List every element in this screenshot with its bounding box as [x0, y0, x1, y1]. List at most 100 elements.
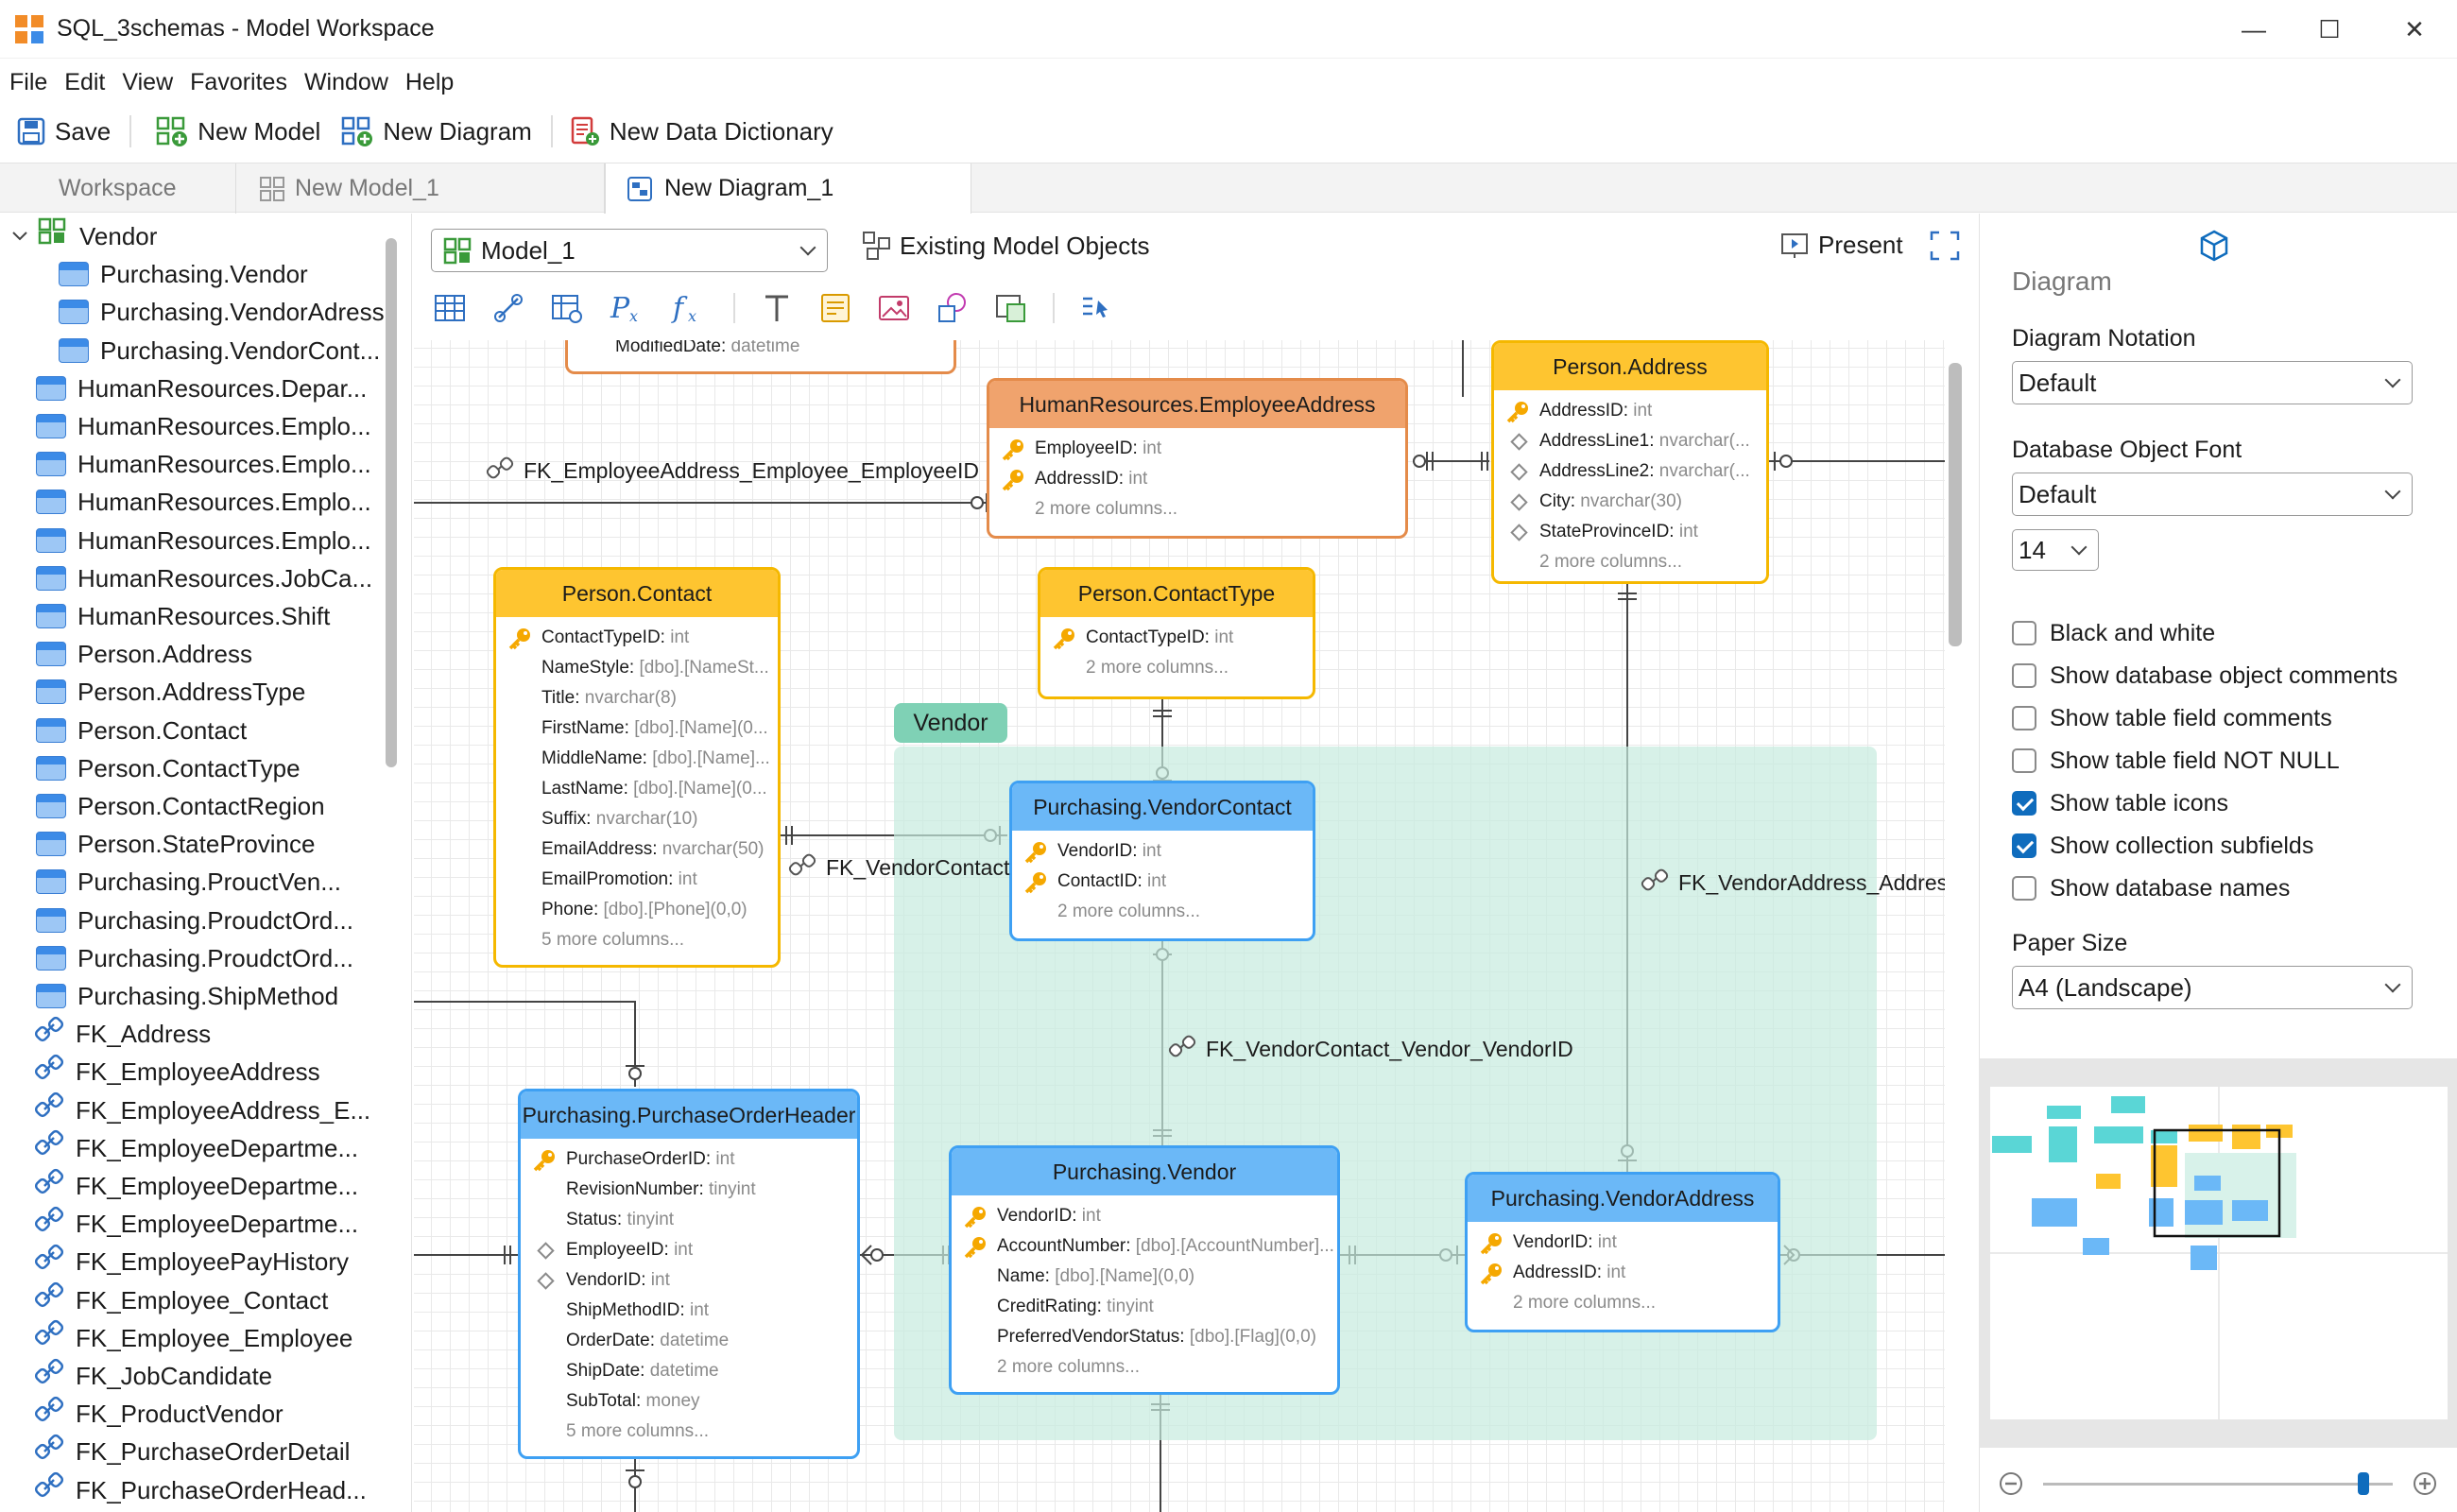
entity-field[interactable]: Status: tinyint	[521, 1205, 857, 1235]
text-tool-icon[interactable]	[760, 291, 794, 325]
entity-field[interactable]: NameStyle: [dbo].[NameSt...	[496, 653, 778, 683]
tree-item-fk[interactable]: FK_EmployeeAddress_E...	[34, 1091, 370, 1129]
entity-field[interactable]: Phone: [dbo].[Phone](0,0)	[496, 895, 778, 925]
minimize-button[interactable]: —	[2211, 0, 2296, 59]
entity-field[interactable]: StateProvinceID: int	[1494, 517, 1766, 547]
zoom-in-icon[interactable]	[2412, 1470, 2438, 1497]
checkbox-black-and-white[interactable]: Black and white	[2012, 618, 2215, 648]
entity-field[interactable]: LastName: [dbo].[Name](0...	[496, 774, 778, 804]
tree-item-table[interactable]: Person.StateProvince	[36, 825, 315, 863]
entity-field[interactable]: AddressID: int	[1494, 396, 1766, 426]
entity-field[interactable]: VendorID: int	[952, 1201, 1337, 1231]
entity-field[interactable]: VendorID: int	[1468, 1228, 1778, 1258]
notation-select[interactable]: Default	[2012, 361, 2413, 404]
diagram-canvas[interactable]: Vendor ModifiedDate: datetime HumanResou…	[414, 340, 1945, 1512]
menu-view[interactable]: View	[122, 69, 174, 95]
entity-field[interactable]: AccountNumber: [dbo].[AccountNumber]...	[952, 1231, 1337, 1262]
vendor-group-label[interactable]: Vendor	[894, 703, 1007, 743]
group-tool-icon[interactable]	[994, 291, 1028, 325]
model-select[interactable]: Model_1	[431, 229, 828, 272]
tree-item-fk[interactable]: FK_EmployeeDepartme...	[34, 1205, 358, 1243]
tree-item-fk[interactable]: FK_Address	[34, 1015, 211, 1053]
tree-item-fk[interactable]: FK_PurchaseOrderHead...	[34, 1471, 367, 1509]
tab-new-diagram[interactable]: New Diagram_1	[605, 163, 971, 215]
menu-edit[interactable]: Edit	[64, 69, 106, 95]
more-columns[interactable]: 5 more columns...	[541, 930, 684, 950]
tree-scrollbar[interactable]	[386, 238, 397, 767]
entity-field[interactable]: EmployeeID: int	[521, 1235, 857, 1265]
font-select[interactable]: Default	[2012, 472, 2413, 516]
tree-item-table[interactable]: Person.ContactRegion	[36, 787, 325, 825]
checkbox-show-database-object-comments[interactable]: Show database object comments	[2012, 661, 2397, 691]
tree-item-table[interactable]: Purchasing.VendorCont...	[59, 332, 380, 369]
tree-item-vendor-folder[interactable]: Vendor	[9, 217, 157, 255]
tree-item-fk[interactable]: FK_Employee_Employee	[34, 1319, 352, 1357]
tree-item-fk[interactable]: FK_Employee_Contact	[34, 1281, 328, 1319]
shape-tool-icon[interactable]	[936, 291, 970, 325]
checkbox-box[interactable]	[2012, 833, 2036, 858]
entity-field[interactable]: AddressID: int	[989, 464, 1405, 494]
checkbox-box[interactable]	[2012, 621, 2036, 645]
tree-item-fk[interactable]: FK_EmployeeDepartme...	[34, 1167, 358, 1205]
entity-field[interactable]: EmailPromotion: int	[496, 865, 778, 895]
menu-file[interactable]: File	[9, 69, 48, 95]
more-columns[interactable]: 2 more columns...	[1086, 658, 1228, 678]
checkbox-show-table-field-comments[interactable]: Show table field comments	[2012, 703, 2332, 733]
present-button[interactable]: Present	[1780, 231, 1903, 260]
canvas-vertical-scrollbar[interactable]	[1949, 363, 1962, 646]
new-model-button[interactable]: New Model	[139, 116, 332, 146]
maximize-button[interactable]: ☐	[2287, 0, 2372, 59]
entity-field[interactable]: Title: nvarchar(8)	[496, 683, 778, 713]
entity-field[interactable]: EmployeeID: int	[989, 434, 1405, 464]
checkbox-show-collection-subfields[interactable]: Show collection subfields	[2012, 831, 2313, 861]
menu-favorites[interactable]: Favorites	[190, 69, 287, 95]
more-columns[interactable]: 2 more columns...	[1057, 902, 1200, 921]
tree-item-fk[interactable]: FK_PurchaseOrderDetail	[34, 1433, 350, 1470]
tree-item-table[interactable]: Person.AddressType	[36, 673, 305, 711]
entity-field[interactable]: SubTotal: money	[521, 1386, 857, 1417]
fk-label-vendorcontact-vendor[interactable]: FK_VendorContact_Vendor_VendorID	[1168, 1032, 1573, 1066]
tree-item-table[interactable]: HumanResources.Emplo...	[36, 407, 371, 445]
layout-tool-icon[interactable]	[1079, 291, 1113, 325]
checkbox-show-database-names[interactable]: Show database names	[2012, 873, 2290, 903]
entity-field[interactable]: PreferredVendorStatus: [dbo].[Flag](0,0)	[952, 1322, 1337, 1352]
checkbox-box[interactable]	[2012, 791, 2036, 816]
fk-label-vendor-contact[interactable]: FK_VendorContact	[788, 850, 1009, 885]
entity-field[interactable]: ShipDate: datetime	[521, 1356, 857, 1386]
tab-new-model[interactable]: New Model_1	[236, 163, 605, 214]
save-button[interactable]: Save	[0, 117, 122, 146]
more-columns[interactable]: 2 more columns...	[997, 1357, 1140, 1377]
entity-field[interactable]: CreditRating: tinyint	[952, 1292, 1337, 1322]
tree-item-table[interactable]: Purchasing.ShipMethod	[36, 977, 338, 1015]
tree-item-table[interactable]: Purchasing.ProudctOrd...	[36, 902, 353, 939]
tree-item-fk[interactable]: FK_ProductVendor	[34, 1395, 284, 1433]
entity-field[interactable]: PurchaseOrderID: int	[521, 1144, 857, 1175]
checkbox-show-table-field-not-null[interactable]: Show table field NOT NULL	[2012, 746, 2340, 776]
entity-field[interactable]: OrderDate: datetime	[521, 1326, 857, 1356]
tree-item-table[interactable]: HumanResources.Emplo...	[36, 522, 371, 559]
checkbox-box[interactable]	[2012, 663, 2036, 688]
zoom-track[interactable]	[2043, 1483, 2393, 1486]
tab-workspace[interactable]: Workspace	[0, 163, 236, 214]
minimap[interactable]	[1979, 1058, 2457, 1448]
tree-item-table[interactable]: Person.ContactType	[36, 749, 301, 787]
entity-field[interactable]: ContactTypeID: int	[1040, 623, 1313, 653]
entity-field[interactable]: AddressLine2: nvarchar(...	[1494, 456, 1766, 487]
close-button[interactable]: ✕	[2372, 0, 2457, 59]
tree-item-fk[interactable]: FK_EmployeePayHistory	[34, 1243, 349, 1280]
table-tool-icon[interactable]	[433, 291, 467, 325]
checkbox-show-table-icons[interactable]: Show table icons	[2012, 788, 2228, 818]
more-columns[interactable]: 2 more columns...	[1513, 1293, 1656, 1313]
entity-field[interactable]: ContactID: int	[1012, 867, 1313, 897]
entity-field[interactable]: FirstName: [dbo].[Name](0...	[496, 713, 778, 744]
entity-field[interactable]: Name: [dbo].[Name](0,0)	[952, 1262, 1337, 1292]
entity-field[interactable]: VendorID: int	[1012, 836, 1313, 867]
chevron-down-icon[interactable]	[9, 226, 30, 247]
new-diagram-button[interactable]: New Diagram	[332, 116, 543, 146]
tree-item-table[interactable]: Purchasing.ProudctOrd...	[36, 939, 353, 977]
